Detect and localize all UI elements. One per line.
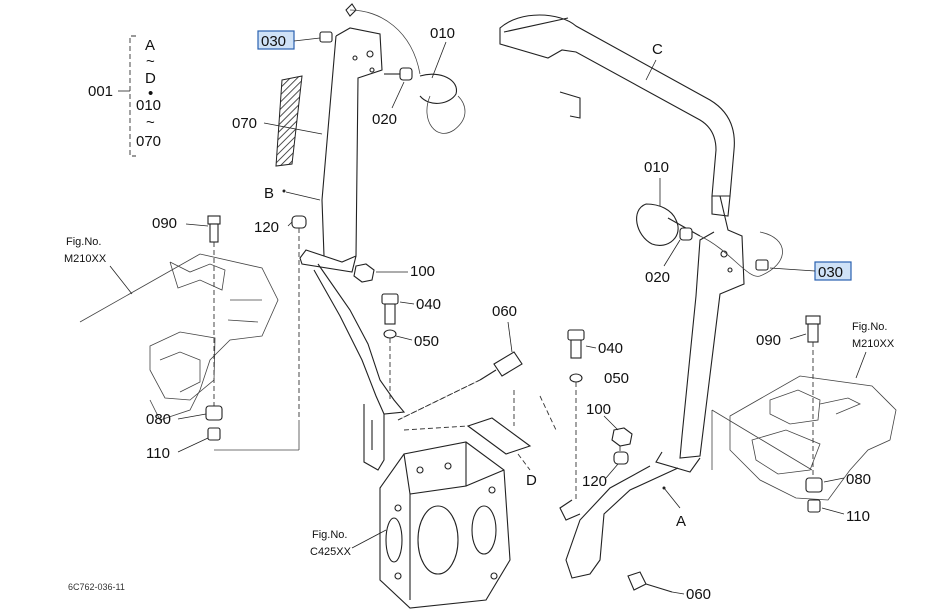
trans-fig-leader [351,529,387,549]
left-nut-080 [205,405,223,421]
left-bolt-030 [319,31,333,43]
label-010-left[interactable]: 010 [430,25,455,42]
range-070: 070 [136,133,161,150]
decal-070 [275,75,303,167]
trans-fig-code[interactable]: C425XX [310,546,352,558]
right-fender-outline [729,375,897,501]
set-range-labels: A ~ D • 010 ~ 070 [136,37,161,150]
left-nut-100 [353,263,375,283]
label-100-right[interactable]: 100 [586,401,611,418]
top-bar-c [499,14,735,217]
label-050-right[interactable]: 050 [604,370,629,387]
right-clip-020 [679,227,693,241]
right-pin-010 [636,203,783,277]
left-bolt-090 [207,215,221,406]
label-110-left[interactable]: 110 [146,445,170,462]
label-090-right[interactable]: 090 [756,332,781,349]
left-rops-frame-b [299,27,406,471]
right-washer-110 [807,499,821,513]
left-fender-outline [79,253,279,421]
label-a[interactable]: A [676,513,686,530]
left-pin-010 [345,3,466,134]
trans-fig-ref[interactable]: Fig.No. [312,529,347,541]
label-080-left[interactable]: 080 [146,411,171,428]
right-rops-frame-a [559,195,745,579]
label-020-right[interactable]: 020 [645,269,670,286]
left-fig-ref[interactable]: Fig.No. [66,236,101,248]
label-090-left[interactable]: 090 [152,215,177,232]
ref-b-dot [282,189,286,193]
bolt-060-top [397,351,523,421]
right-nut-080 [805,477,823,493]
right-bolt-030 [755,259,769,271]
label-070[interactable]: 070 [232,115,257,132]
ref-a-dot [662,486,666,490]
set-001-bracket [118,35,136,157]
label-030-right[interactable]: 030 [818,264,843,281]
left-fig-leader [109,265,133,295]
label-b[interactable]: B [264,185,274,202]
left-washer-050 [383,329,397,339]
transmission-case [379,441,511,609]
right-fig-code[interactable]: M210XX [852,338,895,350]
right-cap-120 [613,451,629,465]
right-fig-ref[interactable]: Fig.No. [852,321,887,333]
right-nut-100 [611,427,633,447]
left-bolt-040 [381,293,399,325]
left-fig-code[interactable]: M210XX [64,253,107,265]
label-120-left[interactable]: 120 [254,219,279,236]
right-bolt-040 [567,329,585,359]
range-tilde-2: ~ [146,114,155,131]
label-080-right[interactable]: 080 [846,471,871,488]
label-100-left[interactable]: 100 [410,263,435,280]
label-020-left[interactable]: 020 [372,111,397,128]
diagram-code: 6C762-036-11 [68,582,125,592]
right-bolt-090 [805,315,821,478]
right-fig-leader [855,351,867,379]
left-clip-020 [384,67,413,81]
label-030-left[interactable]: 030 [261,33,286,50]
label-d[interactable]: D [526,472,537,489]
label-001[interactable]: 001 [88,83,113,100]
plate-d [466,390,532,471]
range-010: 010 [136,97,161,114]
ref-b-leader [285,191,321,201]
label-010-right[interactable]: 010 [644,159,669,176]
range-a: A [145,37,155,54]
left-washer-110 [207,427,221,441]
right-washer-050 [569,373,583,383]
range-d: D [145,70,156,87]
label-c[interactable]: C [652,41,663,58]
range-tilde-1: ~ [146,53,155,70]
label-050-left[interactable]: 050 [414,333,439,350]
label-040-left[interactable]: 040 [416,296,441,313]
label-110-right[interactable]: 110 [846,508,870,525]
label-060-top[interactable]: 060 [492,303,517,320]
label-040-right[interactable]: 040 [598,340,623,357]
left-cap-120 [291,215,307,420]
range-dot: • [148,85,153,102]
label-120-right[interactable]: 120 [582,473,607,490]
label-060-bottom[interactable]: 060 [686,586,711,603]
bolt-060-bottom [627,571,673,593]
label-030-left-highlight [257,30,295,50]
